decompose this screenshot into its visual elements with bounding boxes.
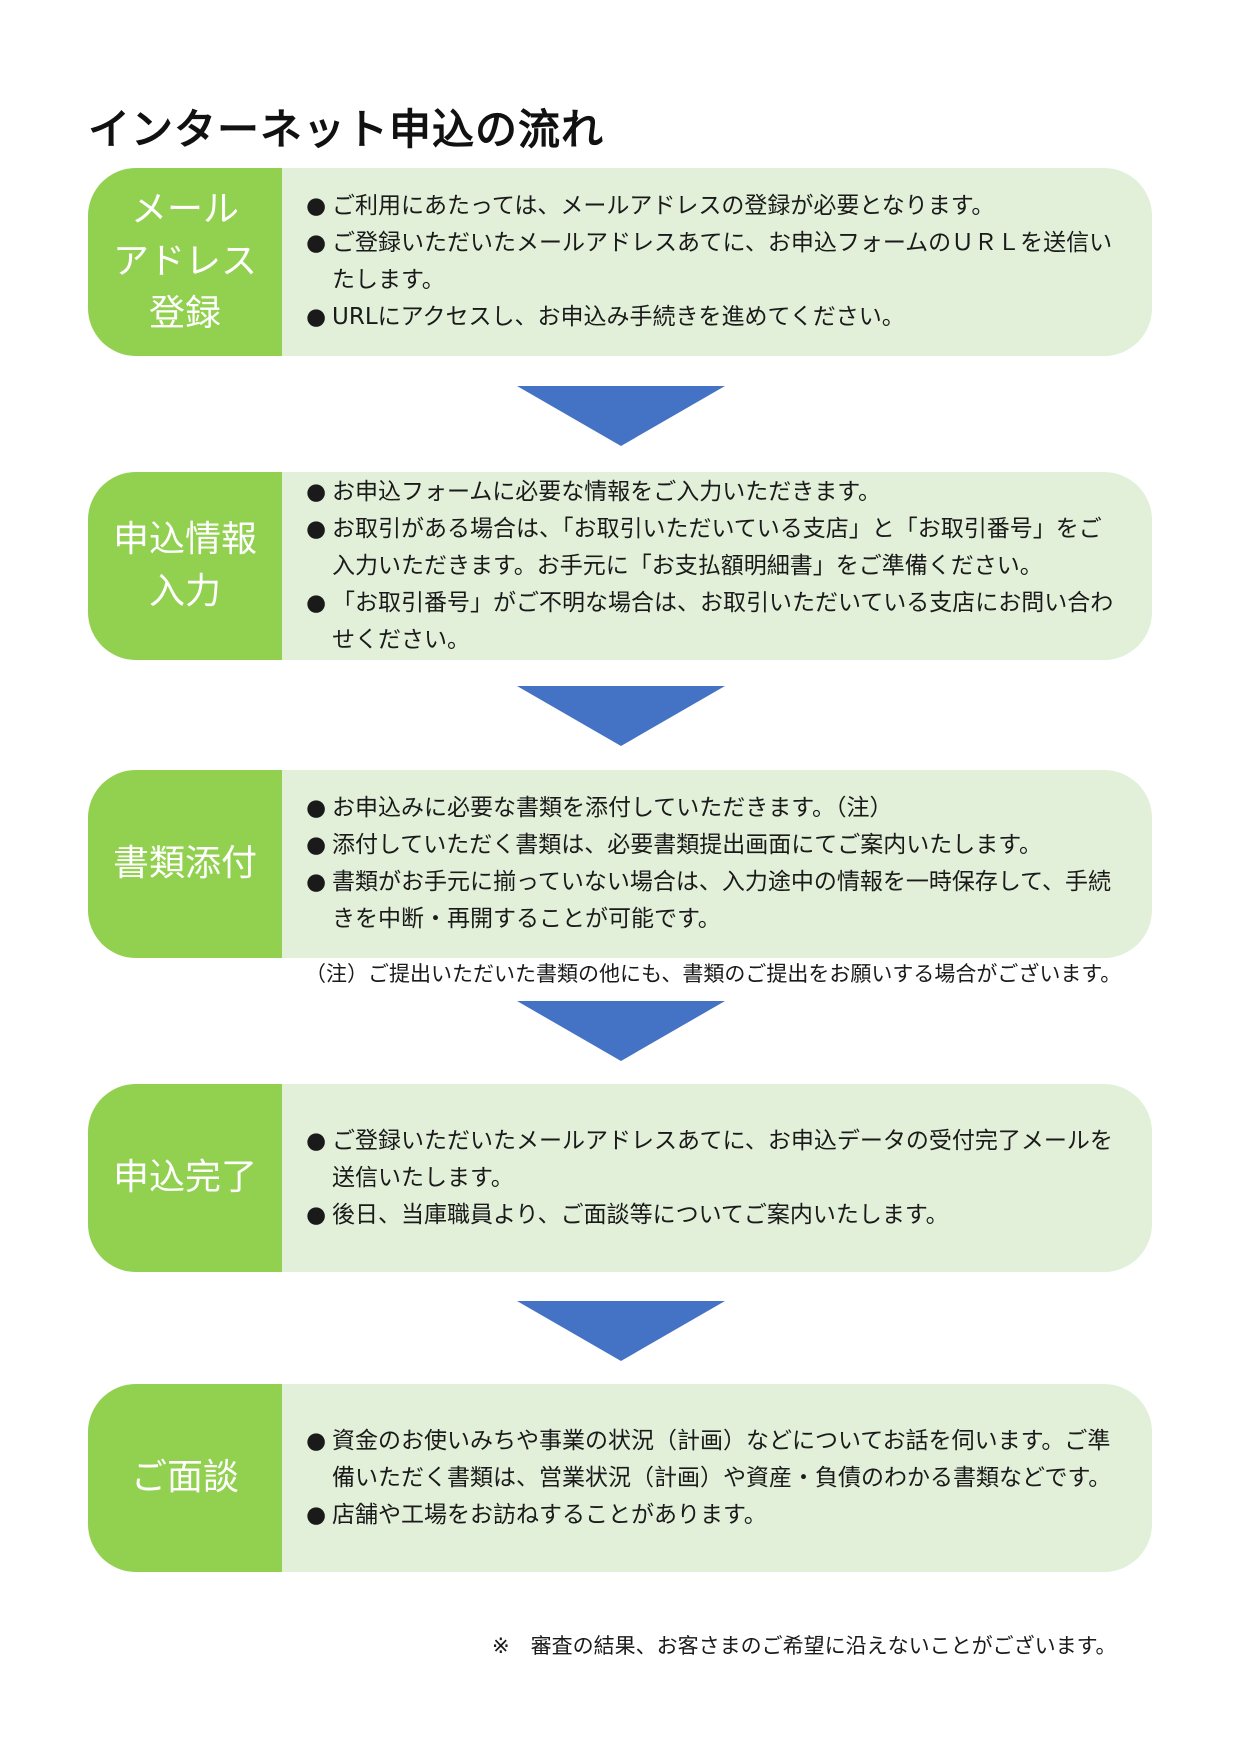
step-item-list: 資金のお使いみちや事業の状況（計画）などについてお話を伺います。ご準備いただく書… <box>306 1423 1122 1534</box>
step-document-attachment: 書類添付 お申込みに必要な書類を添付していただきます。（注） 添付していただく書… <box>88 770 1152 958</box>
list-item: 書類がお手元に揃っていない場合は、入力途中の情報を一時保存して、手続きを中断・再… <box>306 864 1122 938</box>
step-item-list: お申込みに必要な書類を添付していただきます。（注） 添付していただく書類は、必要… <box>306 790 1122 938</box>
step-label-line: アドレス <box>112 241 257 282</box>
list-item: 資金のお使いみちや事業の状況（計画）などについてお話を伺います。ご準備いただく書… <box>306 1423 1122 1497</box>
step-label-line: 申込完了 <box>112 1157 257 1198</box>
flow-arrow-down-icon <box>517 686 725 746</box>
footnote: ※ 審査の結果、お客さまのご希望に沿えないことがございます。 <box>492 1634 1117 1658</box>
step-application-input: 申込情報 入力 お申込フォームに必要な情報をご入力いただきます。 お取引がある場… <box>88 472 1152 660</box>
attachment-note: （注）ご提出いただいた書類の他にも、書類のご提出をお願いする場合がございます。 <box>305 962 1122 986</box>
step-body: お申込フォームに必要な情報をご入力いただきます。 お取引がある場合は、「お取引い… <box>306 472 1122 660</box>
list-item: URLにアクセスし、お申込み手続きを進めてください。 <box>306 299 1122 336</box>
list-item: 後日、当庫職員より、ご面談等についてご案内いたします。 <box>306 1197 1122 1234</box>
step-interview: ご面談 資金のお使いみちや事業の状況（計画）などについてお話を伺います。ご準備い… <box>88 1384 1152 1572</box>
page-title: インターネット申込の流れ <box>88 105 605 154</box>
step-label-line: 申込情報 <box>112 519 257 560</box>
step-item-list: ご登録いただいたメールアドレスあてに、お申込データの受付完了メールを送信いたしま… <box>306 1123 1122 1234</box>
step-label-line: メール <box>130 189 239 230</box>
step-body: ご利用にあたっては、メールアドレスの登録が必要となります。 ご登録いただいたメー… <box>306 168 1122 356</box>
step-label-line: 書類添付 <box>112 843 257 884</box>
list-item: 添付していただく書類は、必要書類提出画面にてご案内いたします。 <box>306 827 1122 864</box>
list-item: 「お取引番号」がご不明な場合は、お取引いただいている支店にお問い合わせください。 <box>306 585 1122 659</box>
step-email-registration: メール アドレス 登録 ご利用にあたっては、メールアドレスの登録が必要となります… <box>88 168 1152 356</box>
list-item: お申込みに必要な書類を添付していただきます。（注） <box>306 790 1122 827</box>
step-item-list: お申込フォームに必要な情報をご入力いただきます。 お取引がある場合は、「お取引い… <box>306 474 1122 659</box>
flow-arrow-down-icon <box>517 1001 725 1061</box>
step-body: お申込みに必要な書類を添付していただきます。（注） 添付していただく書類は、必要… <box>306 770 1122 958</box>
flow-arrow-down-icon <box>517 386 725 446</box>
step-label: メール アドレス 登録 <box>88 168 282 356</box>
step-label: 申込情報 入力 <box>88 472 282 660</box>
step-label-line: 登録 <box>148 293 221 334</box>
list-item: ご利用にあたっては、メールアドレスの登録が必要となります。 <box>306 188 1122 225</box>
list-item: ご登録いただいたメールアドレスあてに、お申込フォームのＵＲＬを送信いたします。 <box>306 225 1122 299</box>
step-item-list: ご利用にあたっては、メールアドレスの登録が必要となります。 ご登録いただいたメー… <box>306 188 1122 336</box>
list-item: お申込フォームに必要な情報をご入力いただきます。 <box>306 474 1122 511</box>
step-application-complete: 申込完了 ご登録いただいたメールアドレスあてに、お申込データの受付完了メールを送… <box>88 1084 1152 1272</box>
step-body: 資金のお使いみちや事業の状況（計画）などについてお話を伺います。ご準備いただく書… <box>306 1384 1122 1572</box>
step-label-line: 入力 <box>148 571 221 612</box>
list-item: お取引がある場合は、「お取引いただいている支店」と「お取引番号」をご入力いただき… <box>306 511 1122 585</box>
step-label: 書類添付 <box>88 770 282 958</box>
step-label-line: ご面談 <box>130 1457 239 1498</box>
list-item: ご登録いただいたメールアドレスあてに、お申込データの受付完了メールを送信いたしま… <box>306 1123 1122 1197</box>
step-body: ご登録いただいたメールアドレスあてに、お申込データの受付完了メールを送信いたしま… <box>306 1084 1122 1272</box>
list-item: 店舗や工場をお訪ねすることがあります。 <box>306 1497 1122 1534</box>
step-label: 申込完了 <box>88 1084 282 1272</box>
step-label: ご面談 <box>88 1384 282 1572</box>
flow-arrow-down-icon <box>517 1301 725 1361</box>
